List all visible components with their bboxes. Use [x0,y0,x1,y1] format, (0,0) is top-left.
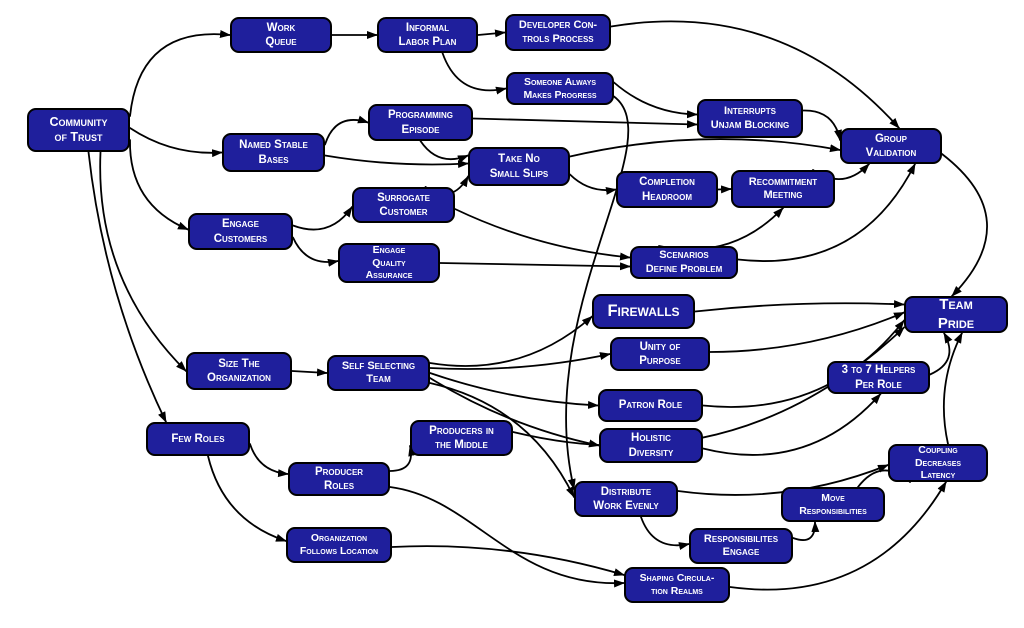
edge-take-no-small-slips-to-group-validation [569,138,841,158]
node-producer-roles[interactable]: Producer Roles [288,462,390,496]
edge-organization-follows-location-to-shaping-circulation-realms [391,545,625,576]
node-surrogate-customer[interactable]: Surrogate Customer [352,187,455,223]
node-coupling-decreases-latency[interactable]: Coupling Decreases Latency [888,444,988,482]
edge-size-the-organization-to-self-selecting-team [291,368,328,377]
edge-self-selecting-team-to-unity-of-purpose [429,352,611,370]
edge-informal-labor-plan-to-developer-controls-process [477,29,506,38]
edge-holistic-diversity-to-three-to-seven-helpers-per-role [702,393,882,456]
edge-completion-headroom-to-recommitment-meeting [717,185,732,194]
edge-firewalls-to-team-pride [694,300,905,313]
node-producers-in-the-middle[interactable]: Producers in the Middle [410,420,513,456]
node-named-stable-bases[interactable]: Named Stable Bases [222,133,325,172]
node-recommitment-meeting[interactable]: Recommitment Meeting [731,170,835,208]
node-group-validation[interactable]: Group Validation [840,128,942,164]
edge-self-selecting-team-to-firewalls [429,315,593,367]
edge-producer-roles-to-producers-in-the-middle [389,445,417,472]
node-self-selecting-team[interactable]: Self Selecting Team [327,355,430,391]
edge-self-selecting-team-to-patron-role [429,372,599,409]
node-three-to-seven-helpers-per-role[interactable]: 3 to 7 Helpers Per Role [827,361,930,394]
node-size-the-organization[interactable]: Size The Organization [186,352,292,390]
edge-group-validation-to-team-pride [941,153,988,297]
edge-informal-labor-plan-to-someone-always-makes-progress [441,52,507,95]
node-community-of-trust[interactable]: Community of Trust [27,108,130,152]
edge-scenarios-define-problem-to-recommitment-meeting [658,207,784,251]
node-distribute-work-evenly[interactable]: Distribute Work Evenly [574,481,678,517]
edge-someone-always-makes-progress-to-interrupts-unjam-blocking [613,81,698,119]
edge-community-of-trust-to-few-roles [87,151,167,423]
edge-scenarios-define-problem-to-group-validation [737,163,916,262]
edge-developer-controls-process-to-group-validation [610,20,900,129]
edge-engage-customers-to-engage-quality-assurance [292,236,339,267]
node-take-no-small-slips[interactable]: Take No Small Slips [468,147,570,186]
node-programming-episode[interactable]: Programming Episode [368,104,473,141]
edge-self-selecting-team-to-distribute-work-evenly [429,382,575,498]
node-firewalls[interactable]: Firewalls [592,294,695,329]
edge-take-no-small-slips-to-completion-headroom [569,173,617,195]
node-interrupts-unjam-blocking[interactable]: Interrupts Unjam Blocking [697,99,803,138]
edge-patron-role-to-team-pride [702,319,905,408]
node-engage-customers[interactable]: Engage Customers [188,213,293,250]
edge-community-of-trust-to-work-queue [129,30,231,117]
edge-three-to-seven-helpers-per-role-to-team-pride [929,332,953,376]
edge-surrogate-customer-to-scenarios-define-problem [454,208,631,261]
node-holistic-diversity[interactable]: Holistic Diversity [599,428,703,463]
node-patron-role[interactable]: Patron Role [598,389,703,422]
node-team-pride[interactable]: Team Pride [904,296,1008,333]
node-unity-of-purpose[interactable]: Unity of Purpose [610,337,710,371]
edge-community-of-trust-to-size-the-organization [99,151,187,372]
node-someone-always-makes-progress[interactable]: Someone Always Makes Progress [506,72,614,105]
node-move-responsibilities[interactable]: Move Responsibilities [781,487,885,522]
node-few-roles[interactable]: Few Roles [146,422,250,456]
edge-community-of-trust-to-named-stable-bases [129,127,223,158]
edge-shaping-circulation-realms-to-coupling-decreases-latency [729,481,947,591]
node-informal-labor-plan[interactable]: Informal Labor Plan [377,17,478,53]
edge-coupling-decreases-latency-to-team-pride [943,332,963,445]
node-completion-headroom[interactable]: Completion Headroom [616,171,718,208]
edge-distribute-work-evenly-to-responsibilites-engage [640,516,690,550]
node-shaping-circulation-realms[interactable]: Shaping Circula- tion Realms [624,567,730,603]
edge-interrupts-unjam-blocking-to-group-validation [802,109,842,141]
node-engage-quality-assurance[interactable]: Engage Quality Assurance [338,243,440,283]
node-responsibilites-engage[interactable]: Responsibilites Engage [689,528,793,564]
edge-engage-quality-assurance-to-scenarios-define-problem [439,262,631,271]
edge-community-of-trust-to-engage-customers [129,139,189,231]
node-organization-follows-location[interactable]: Organization Follows Location [286,527,392,563]
node-scenarios-define-problem[interactable]: Scenarios Define Problem [630,246,738,279]
node-developer-controls-process[interactable]: Developer Con- trols Process [505,14,611,51]
edge-unity-of-purpose-to-team-pride [709,311,905,353]
edge-named-stable-bases-to-programming-episode [324,115,369,146]
edge-named-stable-bases-to-take-no-small-slips [324,154,469,169]
edge-few-roles-to-producer-roles [249,443,289,478]
edge-programming-episode-to-interrupts-unjam-blocking [472,117,698,129]
edge-responsibilites-engage-to-move-responsibilities [792,521,820,541]
edge-someone-always-makes-progress-to-distribute-work-evenly [565,95,630,490]
edge-few-roles-to-organization-follows-location [207,455,287,542]
node-work-queue[interactable]: Work Queue [230,17,332,53]
edge-producer-roles-to-shaping-circulation-realms [389,486,625,588]
edge-programming-episode-to-take-no-small-slips [419,140,469,163]
edge-engage-customers-to-surrogate-customer [292,206,353,231]
